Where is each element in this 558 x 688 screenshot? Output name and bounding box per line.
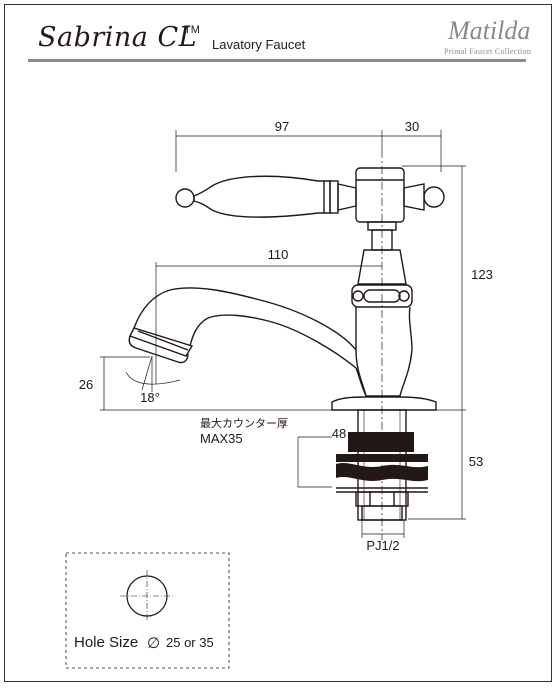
brand-logo: Matilda xyxy=(448,16,531,45)
dimension-110: 110 xyxy=(268,247,289,262)
dimension-26: 26 xyxy=(79,377,93,392)
diameter-symbol: ∅ xyxy=(147,635,160,652)
counter-max-label: MAX35 xyxy=(200,431,243,446)
brand-tagline: Primal Faucet Collection xyxy=(444,47,532,56)
page-frame xyxy=(4,4,552,682)
dimension-18-deg: 18° xyxy=(140,390,160,405)
dimension-30: 30 xyxy=(405,119,419,134)
faucet-body xyxy=(331,249,437,411)
spout-angle-indicator xyxy=(125,355,181,392)
hole-size-box: Hole Size ∅ 25 or 35 xyxy=(65,552,230,669)
faucet-spout xyxy=(128,287,367,397)
counter-washers xyxy=(336,432,428,482)
mounting-assembly xyxy=(336,409,428,521)
counter-thickness-label: 最大カウンター厚 xyxy=(200,416,288,430)
dimension-lines xyxy=(100,130,466,538)
product-title: Sabrina CL xyxy=(38,22,198,53)
hole-size-label: Hole Size xyxy=(74,634,138,651)
hole-size-values: 25 or 35 xyxy=(166,635,214,650)
header-rule xyxy=(28,59,526,62)
product-subtitle: Lavatory Faucet xyxy=(212,37,306,52)
dimension-53: 53 xyxy=(469,454,483,469)
dimension-97: 97 xyxy=(275,119,289,134)
dimension-48: 48 xyxy=(332,426,346,441)
lever-handle xyxy=(175,167,445,251)
dimension-123: 123 xyxy=(471,267,493,282)
trademark-mark: TM xyxy=(184,24,200,36)
thread-label: PJ1/2 xyxy=(366,538,399,553)
